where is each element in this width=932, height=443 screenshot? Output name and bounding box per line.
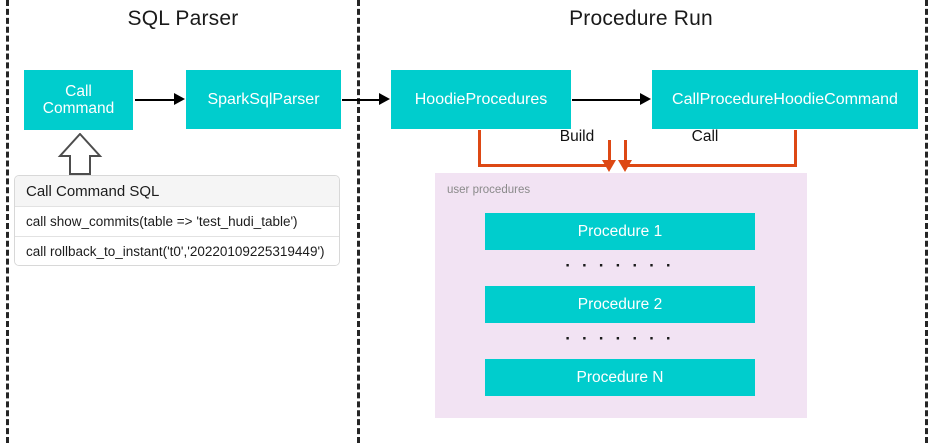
flow-arrow-hoodie-to-command-head xyxy=(640,93,651,105)
build-connector-vertical-down xyxy=(608,140,611,166)
sql-table-header: Call Command SQL xyxy=(15,176,339,207)
section-divider-left xyxy=(6,0,9,443)
flow-arrow-call-command-to-parser-line xyxy=(135,99,175,101)
flow-arrow-parser-to-hoodie-line xyxy=(342,99,380,101)
call-command-sql-table: Call Command SQL call show_commits(table… xyxy=(14,175,340,266)
section-divider-middle xyxy=(357,0,360,443)
build-connector-arrowhead xyxy=(602,160,616,172)
section-divider-right xyxy=(925,0,928,443)
sql-table-row: call show_commits(table => 'test_hudi_ta… xyxy=(15,207,339,237)
node-hoodie-procedures[interactable]: HoodieProcedures xyxy=(391,70,571,129)
flow-arrow-parser-to-hoodie-head xyxy=(379,93,390,105)
node-spark-sql-parser[interactable]: SparkSqlParser xyxy=(186,70,341,129)
call-connector-horizontal xyxy=(624,164,797,167)
call-connector-vertical-right xyxy=(794,130,797,167)
procedure-box-1[interactable]: Procedure 1 xyxy=(485,213,755,250)
flow-arrow-call-command-to-parser-head xyxy=(174,93,185,105)
flow-arrow-hoodie-to-command-line xyxy=(572,99,641,101)
procedure-box-2[interactable]: Procedure 2 xyxy=(485,286,755,323)
build-connector-horizontal xyxy=(478,164,611,167)
sql-table-row: call rollback_to_instant('t0','202201092… xyxy=(15,237,339,265)
sql-to-call-command-up-arrow xyxy=(55,132,105,180)
procedure-separator-1: · · · · · · · xyxy=(565,256,675,275)
procedure-box-n[interactable]: Procedure N xyxy=(485,359,755,396)
user-procedures-panel-label: user procedures xyxy=(447,184,531,196)
call-connector-arrowhead xyxy=(618,160,632,172)
node-call-procedure-hoodie-command[interactable]: CallProcedureHoodieCommand xyxy=(652,70,918,129)
edge-label-call: Call xyxy=(691,128,719,145)
edge-label-build: Build xyxy=(559,128,595,145)
procedure-separator-2: · · · · · · · xyxy=(565,329,675,348)
build-connector-vertical-left xyxy=(478,130,481,167)
section-title-procedure-run: Procedure Run xyxy=(569,7,713,30)
node-call-command[interactable]: Call Command xyxy=(24,70,133,130)
call-connector-vertical-down xyxy=(624,140,627,166)
section-title-sql-parser: SQL Parser xyxy=(127,7,239,30)
